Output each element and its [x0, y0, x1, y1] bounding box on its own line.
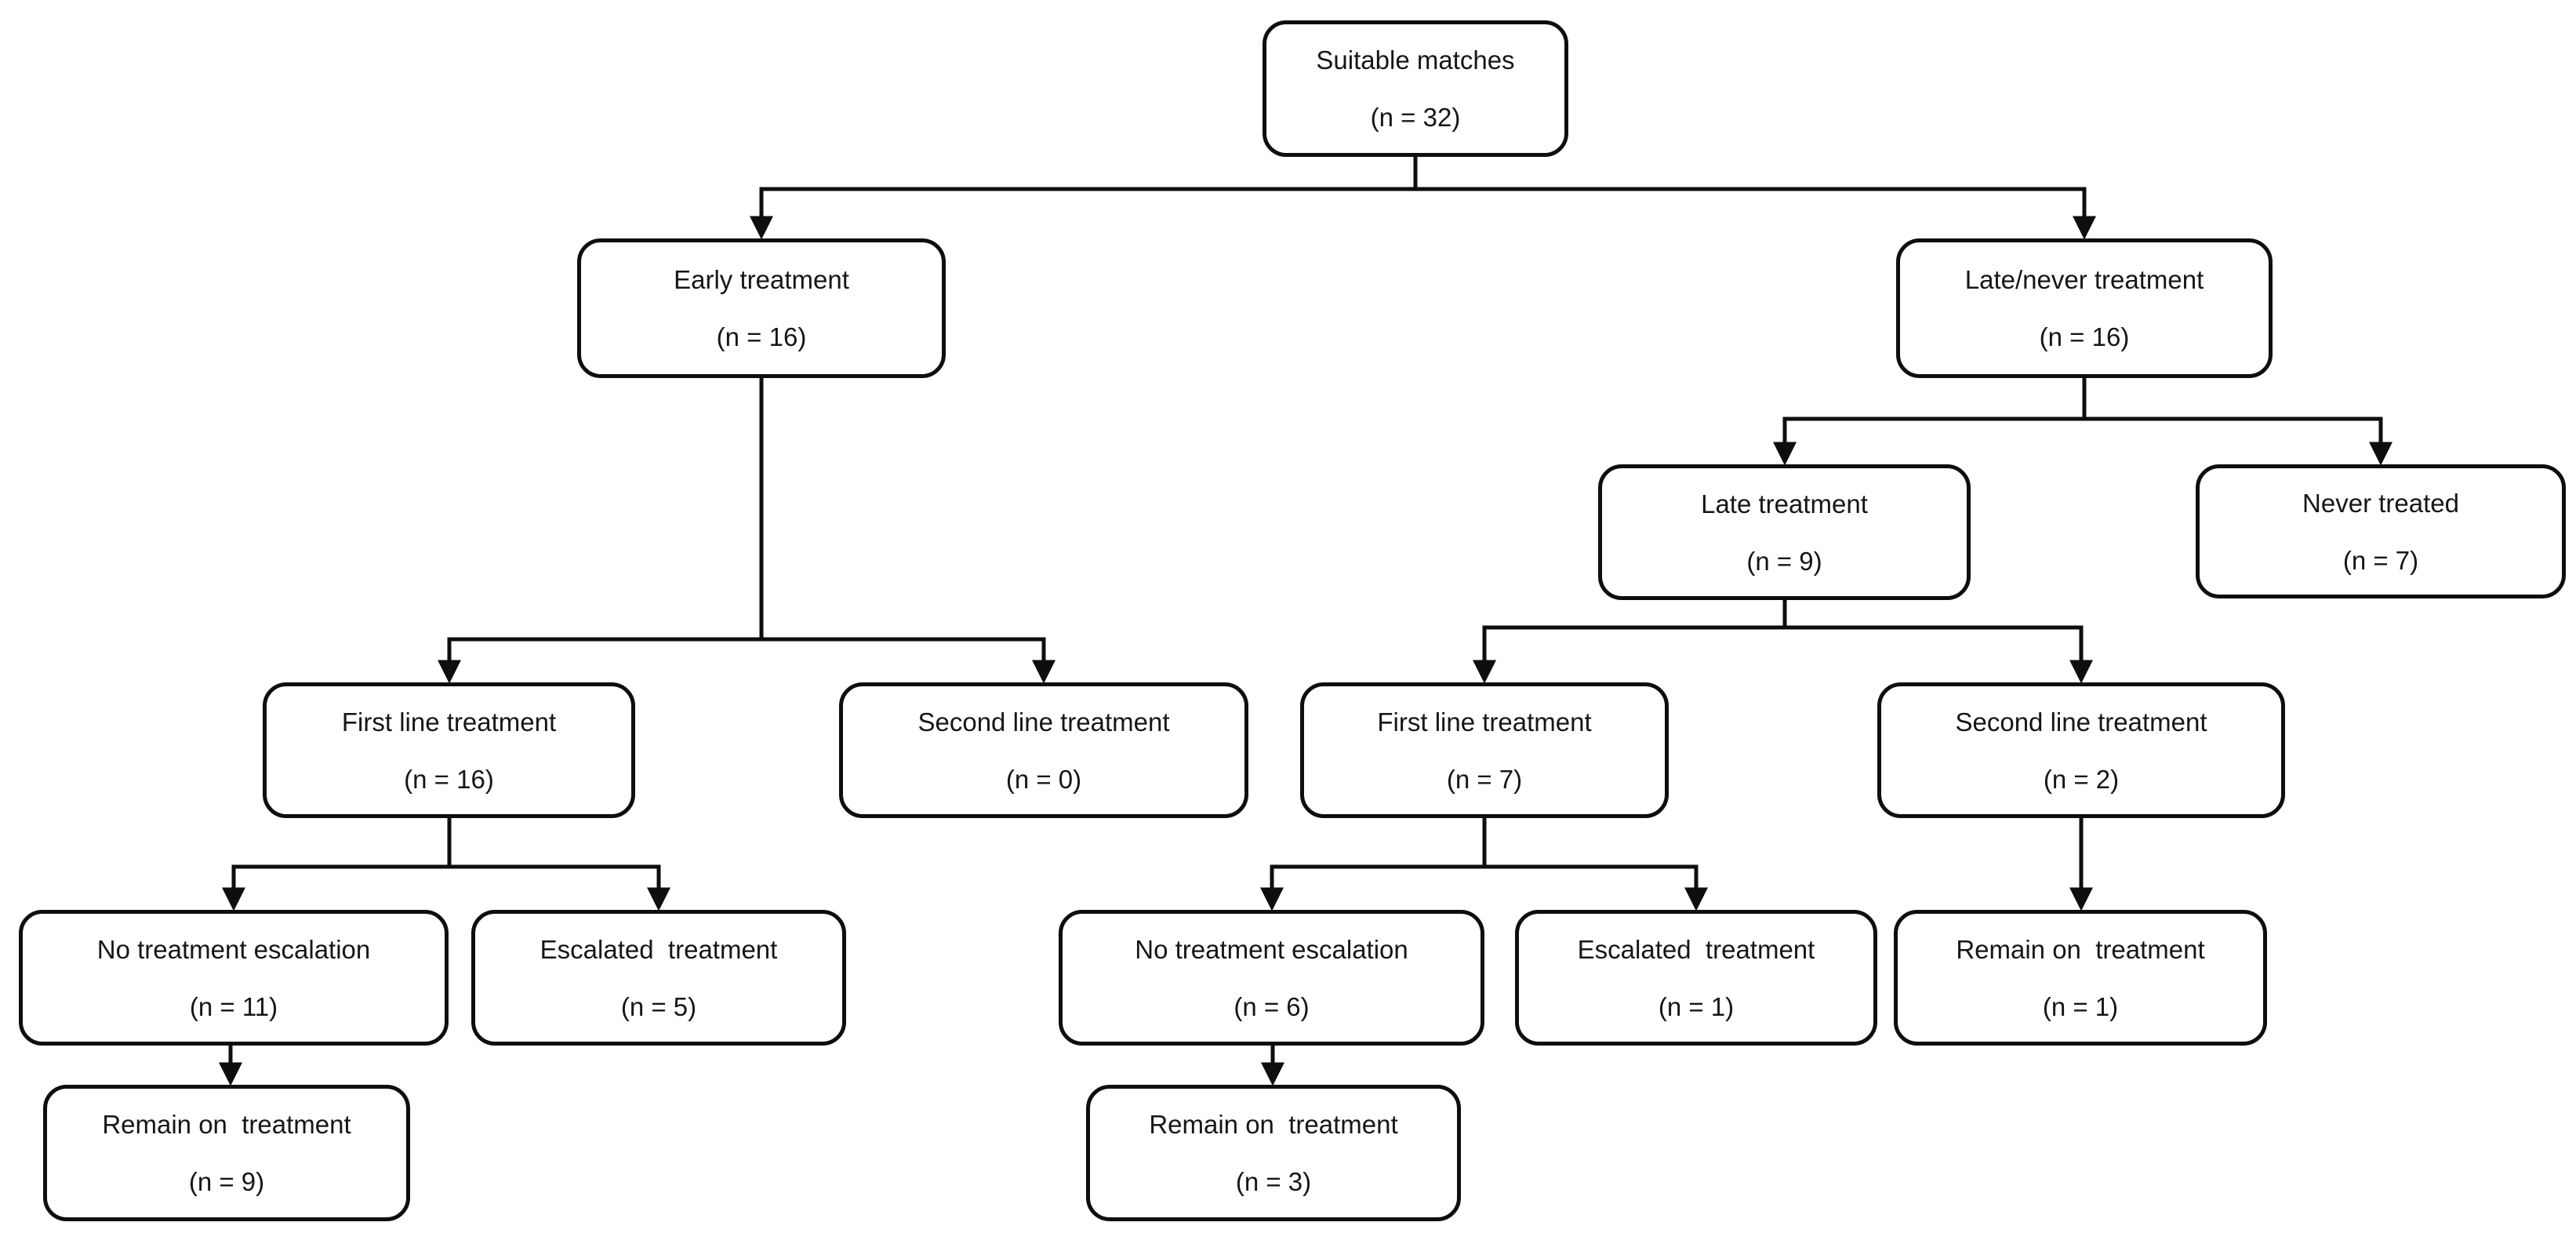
node-count: (n = 0)	[1005, 764, 1082, 794]
node-late-treatment: Late treatment (n = 9)	[1598, 464, 1971, 600]
node-count: (n = 7)	[1446, 764, 1523, 794]
node-count: (n = 11)	[189, 991, 278, 1021]
edge-early-to-second-line	[759, 378, 1055, 684]
node-label: Remain on treatment	[1149, 1110, 1398, 1139]
edge-first-line-early-to-escalated	[447, 818, 670, 911]
edge-late-never-to-late	[1773, 378, 2087, 466]
node-count: (n = 16)	[2039, 322, 2130, 351]
edge-late-to-first-line	[1473, 600, 1787, 684]
node-count: (n = 6)	[1234, 991, 1310, 1021]
node-label: Suitable matches	[1316, 45, 1515, 75]
node-no-treatment-escalation-early: No treatment escalation (n = 11)	[19, 910, 449, 1046]
node-early-treatment: Early treatment (n = 16)	[577, 238, 946, 378]
node-escalated-treatment-early: Escalated treatment (n = 5)	[471, 910, 846, 1046]
node-count: (n = 5)	[620, 991, 697, 1021]
edge-suitable-to-early	[750, 157, 1418, 240]
node-suitable-matches: Suitable matches (n = 32)	[1263, 20, 1568, 157]
node-first-line-treatment-early: First line treatment (n = 16)	[263, 682, 635, 818]
edge-late-to-second-line	[1782, 600, 2093, 684]
node-late-never-treatment: Late/never treatment (n = 16)	[1896, 238, 2273, 378]
node-remain-on-treatment-early: Remain on treatment (n = 9)	[43, 1085, 410, 1221]
edge-suitable-to-late-never	[1413, 157, 2096, 240]
node-label: Escalated treatment	[540, 934, 778, 964]
node-first-line-treatment-late: First line treatment (n = 7)	[1300, 682, 1669, 818]
node-count: (n = 16)	[404, 764, 494, 794]
node-count: (n = 9)	[188, 1167, 265, 1196]
node-remain-on-treatment-late: Remain on treatment (n = 3)	[1086, 1085, 1461, 1221]
node-label: Late/never treatment	[1964, 265, 2204, 294]
node-count: (n = 7)	[2342, 545, 2419, 575]
node-label: Remain on treatment	[102, 1110, 351, 1139]
node-label: No treatment escalation	[1135, 934, 1408, 964]
node-count: (n = 9)	[1746, 546, 1822, 576]
node-count: (n = 32)	[1370, 103, 1461, 132]
node-label: Second line treatment	[1955, 707, 2207, 737]
edge-early-to-first-line	[438, 378, 764, 684]
node-remain-on-treatment-second-line: Remain on treatment (n = 1)	[1894, 910, 2267, 1046]
node-label: First line treatment	[1377, 707, 1592, 737]
node-count: (n = 16)	[716, 322, 807, 351]
node-count: (n = 3)	[1235, 1167, 1312, 1196]
edge-late-never-to-never	[2082, 378, 2393, 466]
edge-first-line-early-to-no-escalation	[222, 818, 452, 911]
node-count: (n = 2)	[2043, 764, 2120, 794]
node-label: Remain on treatment	[1956, 934, 2205, 964]
node-count: (n = 1)	[2042, 991, 2119, 1021]
node-count: (n = 1)	[1658, 991, 1735, 1021]
node-never-treated: Never treated (n = 7)	[2196, 464, 2566, 598]
node-label: First line treatment	[341, 707, 557, 737]
node-second-line-treatment-early: Second line treatment (n = 0)	[839, 682, 1248, 818]
node-second-line-treatment-late: Second line treatment (n = 2)	[1877, 682, 2285, 818]
node-label: No treatment escalation	[96, 934, 371, 964]
node-no-treatment-escalation-late: No treatment escalation (n = 6)	[1059, 910, 1484, 1046]
node-label: Early treatment	[674, 265, 849, 294]
node-label: Second line treatment	[917, 707, 1170, 737]
edge-first-line-late-to-no-escalation	[1260, 818, 1487, 911]
node-label: Late treatment	[1701, 489, 1868, 518]
node-escalated-treatment-late: Escalated treatment (n = 1)	[1515, 910, 1877, 1046]
node-label: Escalated treatment	[1577, 934, 1815, 964]
node-label: Never treated	[2302, 488, 2459, 518]
edge-first-line-late-to-escalated	[1482, 818, 1708, 911]
